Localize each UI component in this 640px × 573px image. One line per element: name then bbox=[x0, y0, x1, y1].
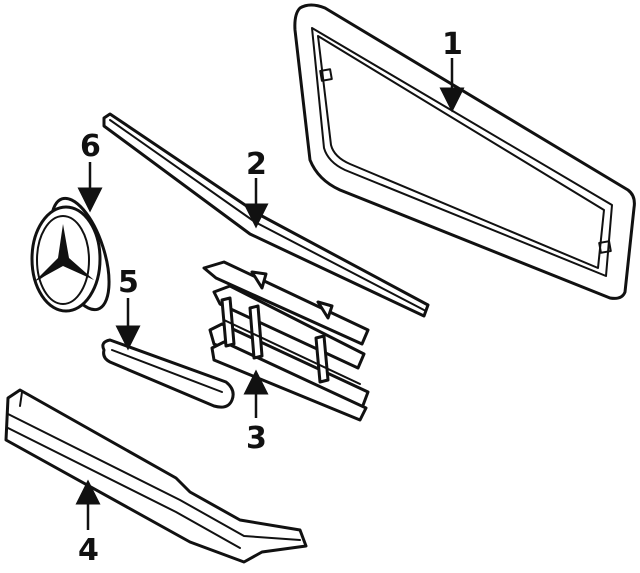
leader-lines bbox=[75, 58, 465, 530]
part-6-emblem bbox=[30, 196, 111, 313]
callout-4: 4 bbox=[78, 533, 99, 568]
callout-2: 2 bbox=[246, 147, 267, 182]
part-3-grille-insert bbox=[202, 260, 370, 422]
part-4-lower-panel bbox=[4, 388, 308, 564]
callout-1: 1 bbox=[442, 27, 463, 62]
callout-5: 5 bbox=[118, 265, 139, 300]
part-5-insert bbox=[101, 338, 235, 409]
callout-3: 3 bbox=[246, 421, 267, 456]
part-1-grille-shell bbox=[293, 3, 636, 300]
callout-6: 6 bbox=[80, 129, 101, 164]
callout-labels: 1 2 3 4 5 6 bbox=[78, 27, 463, 568]
